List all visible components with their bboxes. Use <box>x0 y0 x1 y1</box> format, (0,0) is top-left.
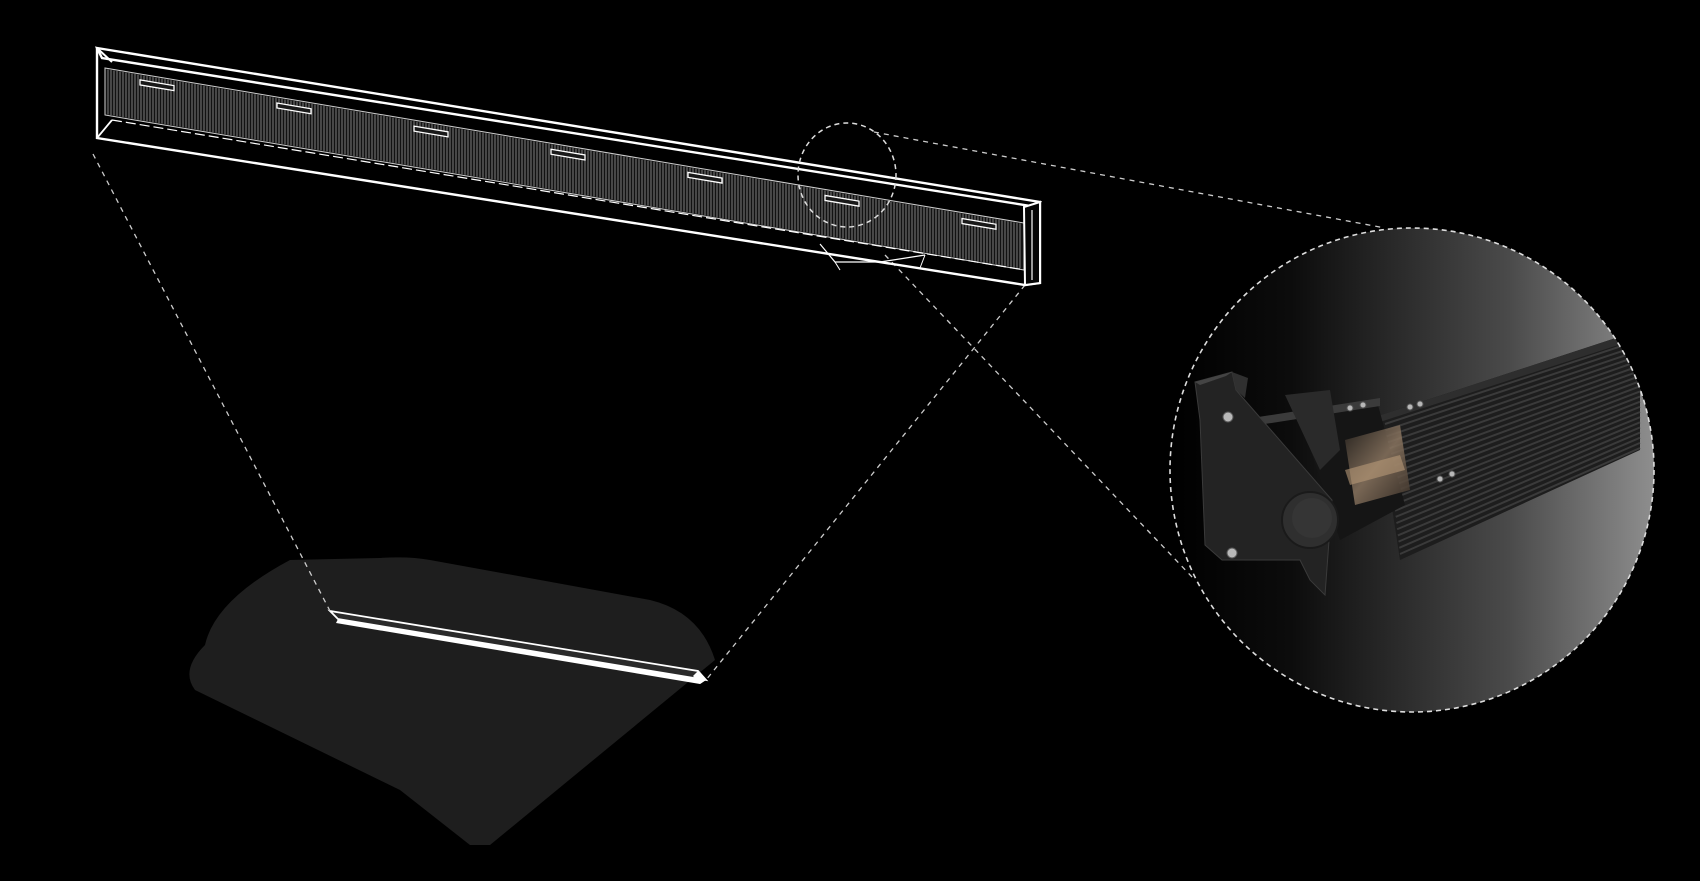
mount-bracket <box>961 217 997 231</box>
detail-fin-line <box>1392 395 1641 494</box>
detail-fin-line <box>1397 431 1641 537</box>
callout-lines <box>873 131 1386 579</box>
detail-fins <box>1384 339 1641 555</box>
magnified-detail <box>1169 227 1655 713</box>
detail-fin-line <box>1388 364 1641 456</box>
detail-fin-line <box>1390 380 1641 475</box>
detail-fin-line <box>1398 436 1641 543</box>
mount-bracket <box>139 79 175 92</box>
detail-fin-line <box>1398 441 1641 549</box>
projection-lines <box>92 153 1026 681</box>
detail-fin-line <box>1395 416 1641 518</box>
magnifier-outline <box>1169 227 1655 713</box>
fixture-lower-edge <box>111 119 1026 271</box>
linear-fixture-overview <box>94 46 1042 287</box>
fixture-fins <box>107 69 1021 269</box>
detail-fin-line <box>1396 421 1641 524</box>
fixture-back-edge <box>96 47 113 63</box>
detail-fin-line <box>1393 405 1641 506</box>
detail-fin-line <box>1384 339 1641 425</box>
mount-bracket <box>824 194 860 207</box>
detail-screws <box>1222 400 1456 559</box>
detail-fin-line <box>1386 354 1641 444</box>
detail-fin-line <box>1386 349 1641 438</box>
mount-bracket <box>550 148 586 161</box>
mount-bracket <box>413 125 449 138</box>
detail-fin-line <box>1389 375 1641 469</box>
detail-callout-circle <box>797 122 897 228</box>
fixture-mounts <box>139 79 997 231</box>
detail-fin-line <box>1385 344 1641 432</box>
detail-fin-line <box>1399 447 1641 555</box>
detail-fin-line <box>1393 400 1641 500</box>
detail-fin-line <box>1394 411 1641 512</box>
detail-fin-line <box>1396 426 1641 531</box>
mount-bracket <box>687 171 723 184</box>
floor-plane <box>189 557 715 845</box>
floor-slot <box>327 609 709 684</box>
mount-bracket <box>276 102 312 115</box>
detail-fin-line <box>1388 369 1641 463</box>
detail-fin-line <box>1391 385 1641 481</box>
detail-fin-line <box>1391 390 1641 487</box>
detail-fin-line <box>1387 359 1641 450</box>
